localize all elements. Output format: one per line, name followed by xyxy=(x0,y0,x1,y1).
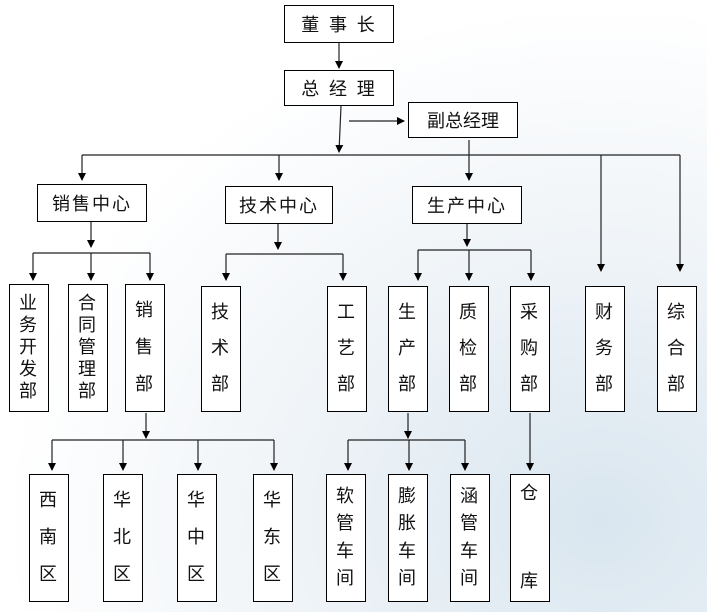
node-general-affairs-dept: 综合部 xyxy=(657,286,697,412)
node-char: 部 xyxy=(667,374,687,395)
node-char: 管 xyxy=(336,513,356,535)
node-tech-center: 技术中心 xyxy=(225,186,333,224)
node-char: 生 xyxy=(398,302,418,323)
node-char: 西 xyxy=(39,490,59,512)
node-char: 库 xyxy=(520,571,540,592)
node-char: 综 xyxy=(667,302,687,323)
node-purchasing-dept: 采购部 xyxy=(510,286,550,412)
node-char: 华 xyxy=(113,490,133,512)
node-char: 涵 xyxy=(460,485,480,507)
node-char: 仓 xyxy=(520,483,540,504)
node-char: 部 xyxy=(78,381,98,402)
node-warehouse: 仓库 xyxy=(510,474,550,602)
node-char: 同 xyxy=(78,315,98,336)
node-finance-dept: 财务部 xyxy=(585,286,625,412)
node-general-manager: 总 经 理 xyxy=(284,70,394,106)
node-label: 副总经理 xyxy=(427,111,499,132)
node-label: 总 经 理 xyxy=(301,79,377,100)
node-north-china-region: 华北区 xyxy=(103,474,143,602)
node-char: 间 xyxy=(336,568,356,590)
node-char: 华 xyxy=(263,490,283,512)
node-production-center: 生产中心 xyxy=(412,186,522,224)
node-char: 检 xyxy=(459,338,479,359)
node-char: 财 xyxy=(595,302,615,323)
node-expansion-workshop: 膨胀车间 xyxy=(388,474,428,602)
node-char: 膨 xyxy=(398,485,418,507)
node-char: 软 xyxy=(336,485,356,507)
node-char: 车 xyxy=(398,540,418,562)
node-contract-management-dept: 合同管理部 xyxy=(68,284,108,412)
node-char: 区 xyxy=(113,563,133,585)
node-tech-dept: 技术部 xyxy=(201,286,241,412)
node-east-china-region: 华东区 xyxy=(253,474,293,602)
node-label: 销售中心 xyxy=(52,194,132,215)
node-char: 中 xyxy=(187,526,207,548)
node-char: 胀 xyxy=(398,513,418,535)
node-char: 质 xyxy=(459,302,479,323)
node-char: 购 xyxy=(520,338,540,359)
node-southwest-region: 西南区 xyxy=(29,474,69,602)
node-char: 业 xyxy=(19,293,39,314)
node-char: 理 xyxy=(78,359,98,380)
node-char: 销 xyxy=(135,300,155,322)
node-char: 东 xyxy=(263,526,283,548)
node-label: 董 事 长 xyxy=(301,15,377,36)
node-sales-center: 销售中心 xyxy=(37,184,147,222)
node-culvert-pipe-workshop: 涵管车间 xyxy=(450,474,490,602)
node-char: 务 xyxy=(595,338,615,359)
node-char: 间 xyxy=(398,568,418,590)
node-char: 部 xyxy=(211,374,231,395)
node-char: 部 xyxy=(459,374,479,395)
node-char: 北 xyxy=(113,526,133,548)
node-char: 南 xyxy=(39,526,59,548)
node-char: 部 xyxy=(398,374,418,395)
node-production-dept: 生产部 xyxy=(388,286,428,412)
node-char: 采 xyxy=(520,302,540,323)
node-char: 区 xyxy=(187,563,207,585)
node-char: 技 xyxy=(211,302,231,323)
node-char: 合 xyxy=(667,338,687,359)
node-central-china-region: 华中区 xyxy=(177,474,217,602)
node-quality-inspection-dept: 质检部 xyxy=(449,286,489,412)
node-char: 务 xyxy=(19,315,39,336)
node-soft-pipe-workshop: 软管车间 xyxy=(326,474,366,602)
node-char: 车 xyxy=(460,540,480,562)
node-char: 开 xyxy=(19,337,39,358)
node-char: 部 xyxy=(337,374,357,395)
node-label: 生产中心 xyxy=(427,196,507,217)
node-business-development-dept: 业务开发部 xyxy=(9,284,49,412)
node-char: 工 xyxy=(337,302,357,323)
node-char: 部 xyxy=(19,381,39,402)
node-char: 合 xyxy=(78,293,98,314)
node-char: 区 xyxy=(39,563,59,585)
node-char: 术 xyxy=(211,338,231,359)
node-char: 艺 xyxy=(337,338,357,359)
node-craft-dept: 工艺部 xyxy=(327,286,367,412)
node-char: 部 xyxy=(520,374,540,395)
node-char: 管 xyxy=(460,513,480,535)
node-char: 车 xyxy=(336,540,356,562)
node-sales-dept: 销售部 xyxy=(125,284,165,412)
node-label: 技术中心 xyxy=(239,196,319,217)
node-char: 发 xyxy=(19,359,39,380)
node-char: 部 xyxy=(135,373,155,395)
node-char: 管 xyxy=(78,337,98,358)
node-char: 间 xyxy=(460,568,480,590)
node-char: 区 xyxy=(263,563,283,585)
node-vice-general-manager: 副总经理 xyxy=(408,102,518,138)
node-char: 售 xyxy=(135,336,155,358)
node-chairman: 董 事 长 xyxy=(284,5,394,43)
node-char: 产 xyxy=(398,338,418,359)
node-char: 部 xyxy=(595,374,615,395)
node-char: 华 xyxy=(187,490,207,512)
